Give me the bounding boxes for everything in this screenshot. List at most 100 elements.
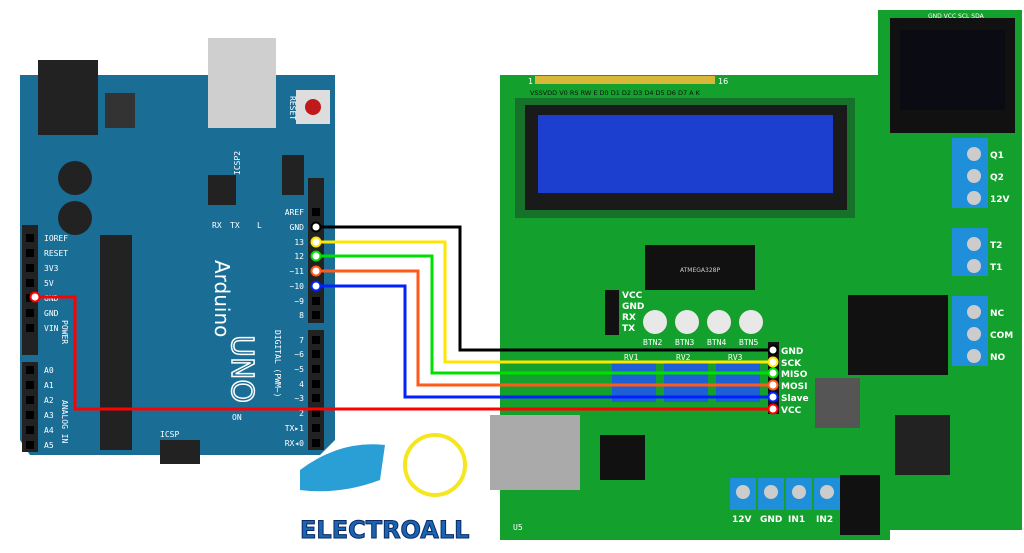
digital-pin-label: 12 bbox=[294, 252, 304, 261]
screw-icon[interactable] bbox=[820, 485, 834, 499]
pin-socket[interactable] bbox=[26, 381, 34, 389]
pin-socket[interactable] bbox=[26, 249, 34, 257]
relay bbox=[848, 295, 948, 375]
wire bbox=[316, 284, 772, 399]
uart-pin-label: VCC bbox=[622, 291, 643, 301]
digital-header-low bbox=[308, 330, 324, 450]
power-pin-label: 3V3 bbox=[44, 264, 59, 273]
pin-socket[interactable] bbox=[26, 441, 34, 449]
logo-text: ELECTROALL bbox=[300, 516, 469, 544]
power-pin-label: IOREF bbox=[44, 234, 68, 243]
wire bbox=[35, 295, 772, 411]
pin-socket[interactable] bbox=[312, 311, 320, 319]
pin-socket[interactable] bbox=[26, 396, 34, 404]
digital-label: DIGITAL (PWM~) bbox=[273, 330, 282, 397]
screw-icon[interactable] bbox=[736, 485, 750, 499]
analog-label: ANALOG IN bbox=[60, 400, 69, 444]
spi-pin-label: GND bbox=[781, 347, 803, 357]
digital-pin-label: GND bbox=[290, 223, 305, 232]
wire-end bbox=[310, 280, 322, 292]
potentiometer[interactable] bbox=[664, 362, 708, 402]
pin-socket[interactable] bbox=[26, 411, 34, 419]
screw-icon[interactable] bbox=[764, 485, 778, 499]
screw-icon[interactable] bbox=[967, 191, 981, 205]
wire-end bbox=[767, 403, 779, 415]
terminal-label: Q1 bbox=[990, 151, 1004, 161]
pin-socket[interactable] bbox=[26, 324, 34, 332]
potentiometer[interactable] bbox=[612, 362, 656, 402]
pin-socket[interactable] bbox=[26, 426, 34, 434]
pin-socket[interactable] bbox=[312, 394, 320, 402]
mcu-chip bbox=[645, 245, 755, 290]
spi-pin-label: SCK bbox=[781, 359, 802, 369]
pin-socket[interactable] bbox=[312, 439, 320, 447]
analog-header bbox=[22, 362, 38, 452]
pin-socket[interactable] bbox=[312, 208, 320, 216]
terminal-label: Q2 bbox=[990, 173, 1004, 183]
uno-logo: UNO bbox=[224, 335, 259, 403]
lightbulb-icon bbox=[403, 433, 467, 497]
dc-jack-module bbox=[840, 475, 880, 535]
wire-end bbox=[767, 356, 779, 368]
icsp2-label: ICSP2 bbox=[233, 151, 242, 175]
capacitor bbox=[58, 161, 92, 195]
push-button[interactable] bbox=[739, 310, 763, 334]
reset-label: RESET bbox=[288, 96, 297, 120]
on-label: ON bbox=[232, 413, 242, 422]
spi-pin-label: Slave bbox=[781, 394, 809, 404]
push-button[interactable] bbox=[643, 310, 667, 334]
pin-socket[interactable] bbox=[312, 380, 320, 388]
oled-pins-label: GND VCC SCL SDA bbox=[928, 13, 985, 20]
digital-pin-label: 2 bbox=[299, 409, 304, 418]
icsp-label: ICSP bbox=[160, 430, 179, 439]
analog-pin-label: A4 bbox=[44, 426, 54, 435]
pin-socket[interactable] bbox=[312, 297, 320, 305]
digital-pin-label: ~10 bbox=[290, 282, 305, 291]
capacitor bbox=[58, 201, 92, 235]
lcd-pin1-label: 1 bbox=[528, 77, 533, 86]
analog-pin-label: A1 bbox=[44, 381, 54, 390]
terminal-label: COM bbox=[990, 331, 1013, 341]
analog-pin-label: A5 bbox=[44, 441, 54, 450]
uart-header bbox=[605, 290, 619, 335]
digital-pin-label: RX◂0 bbox=[285, 439, 304, 448]
button-label: BTN3 bbox=[675, 338, 694, 347]
push-button[interactable] bbox=[707, 310, 731, 334]
wires bbox=[29, 221, 779, 415]
pin-socket[interactable] bbox=[312, 365, 320, 373]
pin-socket[interactable] bbox=[312, 424, 320, 432]
mcu-label: ATMEGA328P bbox=[680, 267, 720, 274]
analog-pin-label: A2 bbox=[44, 396, 54, 405]
screw-icon[interactable] bbox=[967, 349, 981, 363]
screw-icon[interactable] bbox=[967, 305, 981, 319]
power-label: POWER bbox=[60, 320, 69, 344]
pin-socket[interactable] bbox=[312, 336, 320, 344]
screw-icon[interactable] bbox=[967, 327, 981, 341]
power-pin-label: GND bbox=[44, 309, 59, 318]
pin-socket[interactable] bbox=[26, 309, 34, 317]
wire bbox=[316, 269, 772, 387]
pin-socket[interactable] bbox=[312, 350, 320, 358]
pot-label: RV3 bbox=[728, 353, 743, 362]
digital-pin-label: 13 bbox=[294, 238, 304, 247]
pin-socket[interactable] bbox=[26, 234, 34, 242]
pin-socket[interactable] bbox=[26, 264, 34, 272]
screw-icon[interactable] bbox=[967, 259, 981, 273]
digital-pin-label: TX▸1 bbox=[285, 424, 304, 433]
ic-u2 bbox=[600, 435, 645, 480]
screw-icon[interactable] bbox=[792, 485, 806, 499]
wire bbox=[316, 225, 772, 352]
screw-icon[interactable] bbox=[967, 237, 981, 251]
wire bbox=[316, 240, 772, 364]
pin-socket[interactable] bbox=[26, 279, 34, 287]
ethernet-jack bbox=[490, 415, 580, 490]
rx-label: RX bbox=[212, 221, 222, 230]
screw-icon[interactable] bbox=[967, 147, 981, 161]
screw-icon[interactable] bbox=[967, 169, 981, 183]
usb-port bbox=[208, 38, 276, 128]
inductor bbox=[895, 415, 950, 475]
push-button[interactable] bbox=[675, 310, 699, 334]
pin-socket[interactable] bbox=[312, 409, 320, 417]
pin-socket[interactable] bbox=[26, 366, 34, 374]
potentiometer[interactable] bbox=[716, 362, 760, 402]
